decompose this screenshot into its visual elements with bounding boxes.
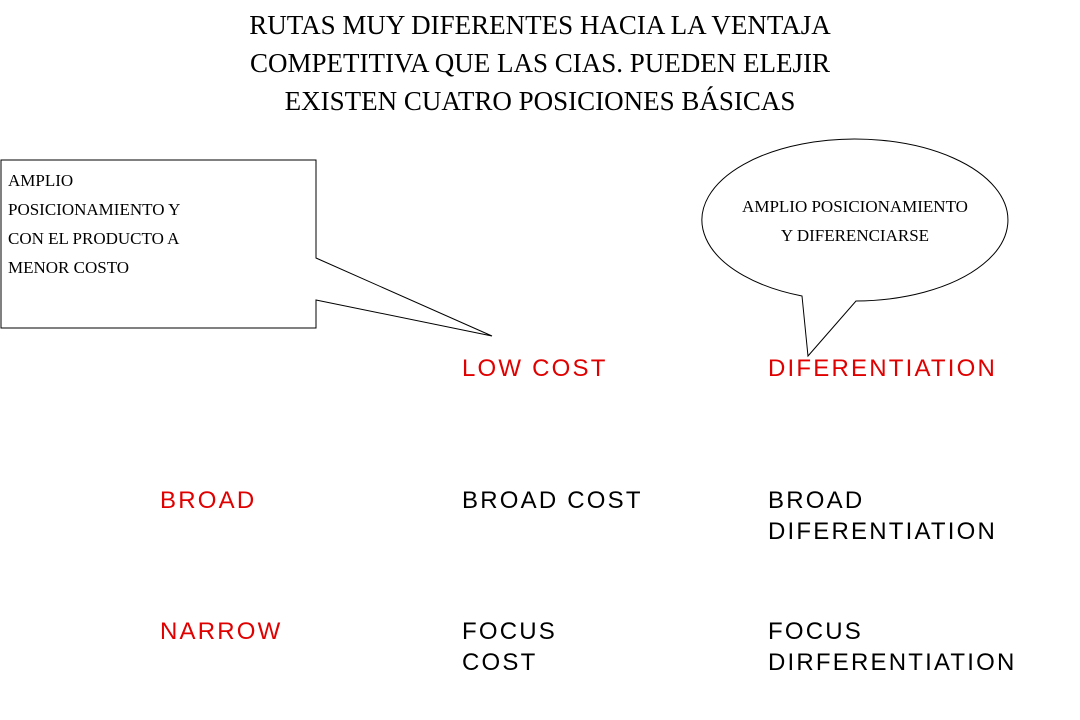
title-line-1: RUTAS MUY DIFERENTES HACIA LA VENTAJA — [249, 10, 831, 40]
cell-focus-cost: FOCUS COST — [462, 616, 557, 678]
ellipse-callout-shape — [701, 138, 1009, 358]
cell-broad-cost: BROAD COST — [462, 485, 643, 516]
callout-left-text: AMPLIO POSICIONAMIENTO Y CON EL PRODUCTO… — [8, 166, 308, 282]
cell-broad-diff-line-2: DIFERENTIATION — [768, 518, 998, 545]
row-header-broad: BROAD — [160, 485, 256, 516]
title-line-2: COMPETITIVA QUE LAS CIAS. PUEDEN ELEJIR — [249, 48, 830, 78]
cell-focus-diff-line-2: DIRFERENTIATION — [768, 649, 1017, 676]
callout-left-line-1: AMPLIO — [8, 171, 74, 190]
col-header-low-cost: LOW COST — [462, 353, 608, 384]
slide-title: RUTAS MUY DIFERENTES HACIA LA VENTAJA CO… — [140, 6, 940, 120]
cell-broad-diff-line-1: BROAD — [768, 487, 865, 514]
col-header-differentiation-label: DIFERENTIATION — [768, 355, 998, 382]
callout-right-text: AMPLIO POSICIONAMIENTO Y DIFERENCIARSE — [690, 192, 1020, 250]
row-header-broad-label: BROAD — [160, 487, 257, 514]
title-line-3: EXISTEN CUATRO POSICIONES BÁSICAS — [284, 86, 796, 116]
cell-broad-differentiation: BROAD DIFERENTIATION — [768, 485, 997, 547]
callout-right-line-1: AMPLIO POSICIONAMIENTO — [742, 197, 968, 216]
cell-broad-cost-line-1: BROAD COST — [462, 487, 643, 514]
callout-right-line-2: Y DIFERENCIARSE — [780, 226, 930, 245]
cell-focus-differentiation: FOCUS DIRFERENTIATION — [768, 616, 1017, 678]
cell-focus-cost-line-2: COST — [462, 649, 538, 676]
row-header-narrow-label: NARROW — [160, 618, 283, 645]
rect-callout-shape — [0, 159, 493, 337]
callout-left-line-2: POSICIONAMIENTO Y — [8, 200, 181, 219]
col-header-low-cost-label: LOW COST — [462, 355, 608, 382]
callout-left-line-3: CON EL PRODUCTO A — [8, 229, 180, 248]
callout-left-line-4: MENOR COSTO — [8, 258, 130, 277]
cell-focus-diff-line-1: FOCUS — [768, 618, 863, 645]
col-header-differentiation: DIFERENTIATION — [768, 353, 997, 384]
row-header-narrow: NARROW — [160, 616, 283, 647]
cell-focus-cost-line-1: FOCUS — [462, 618, 557, 645]
